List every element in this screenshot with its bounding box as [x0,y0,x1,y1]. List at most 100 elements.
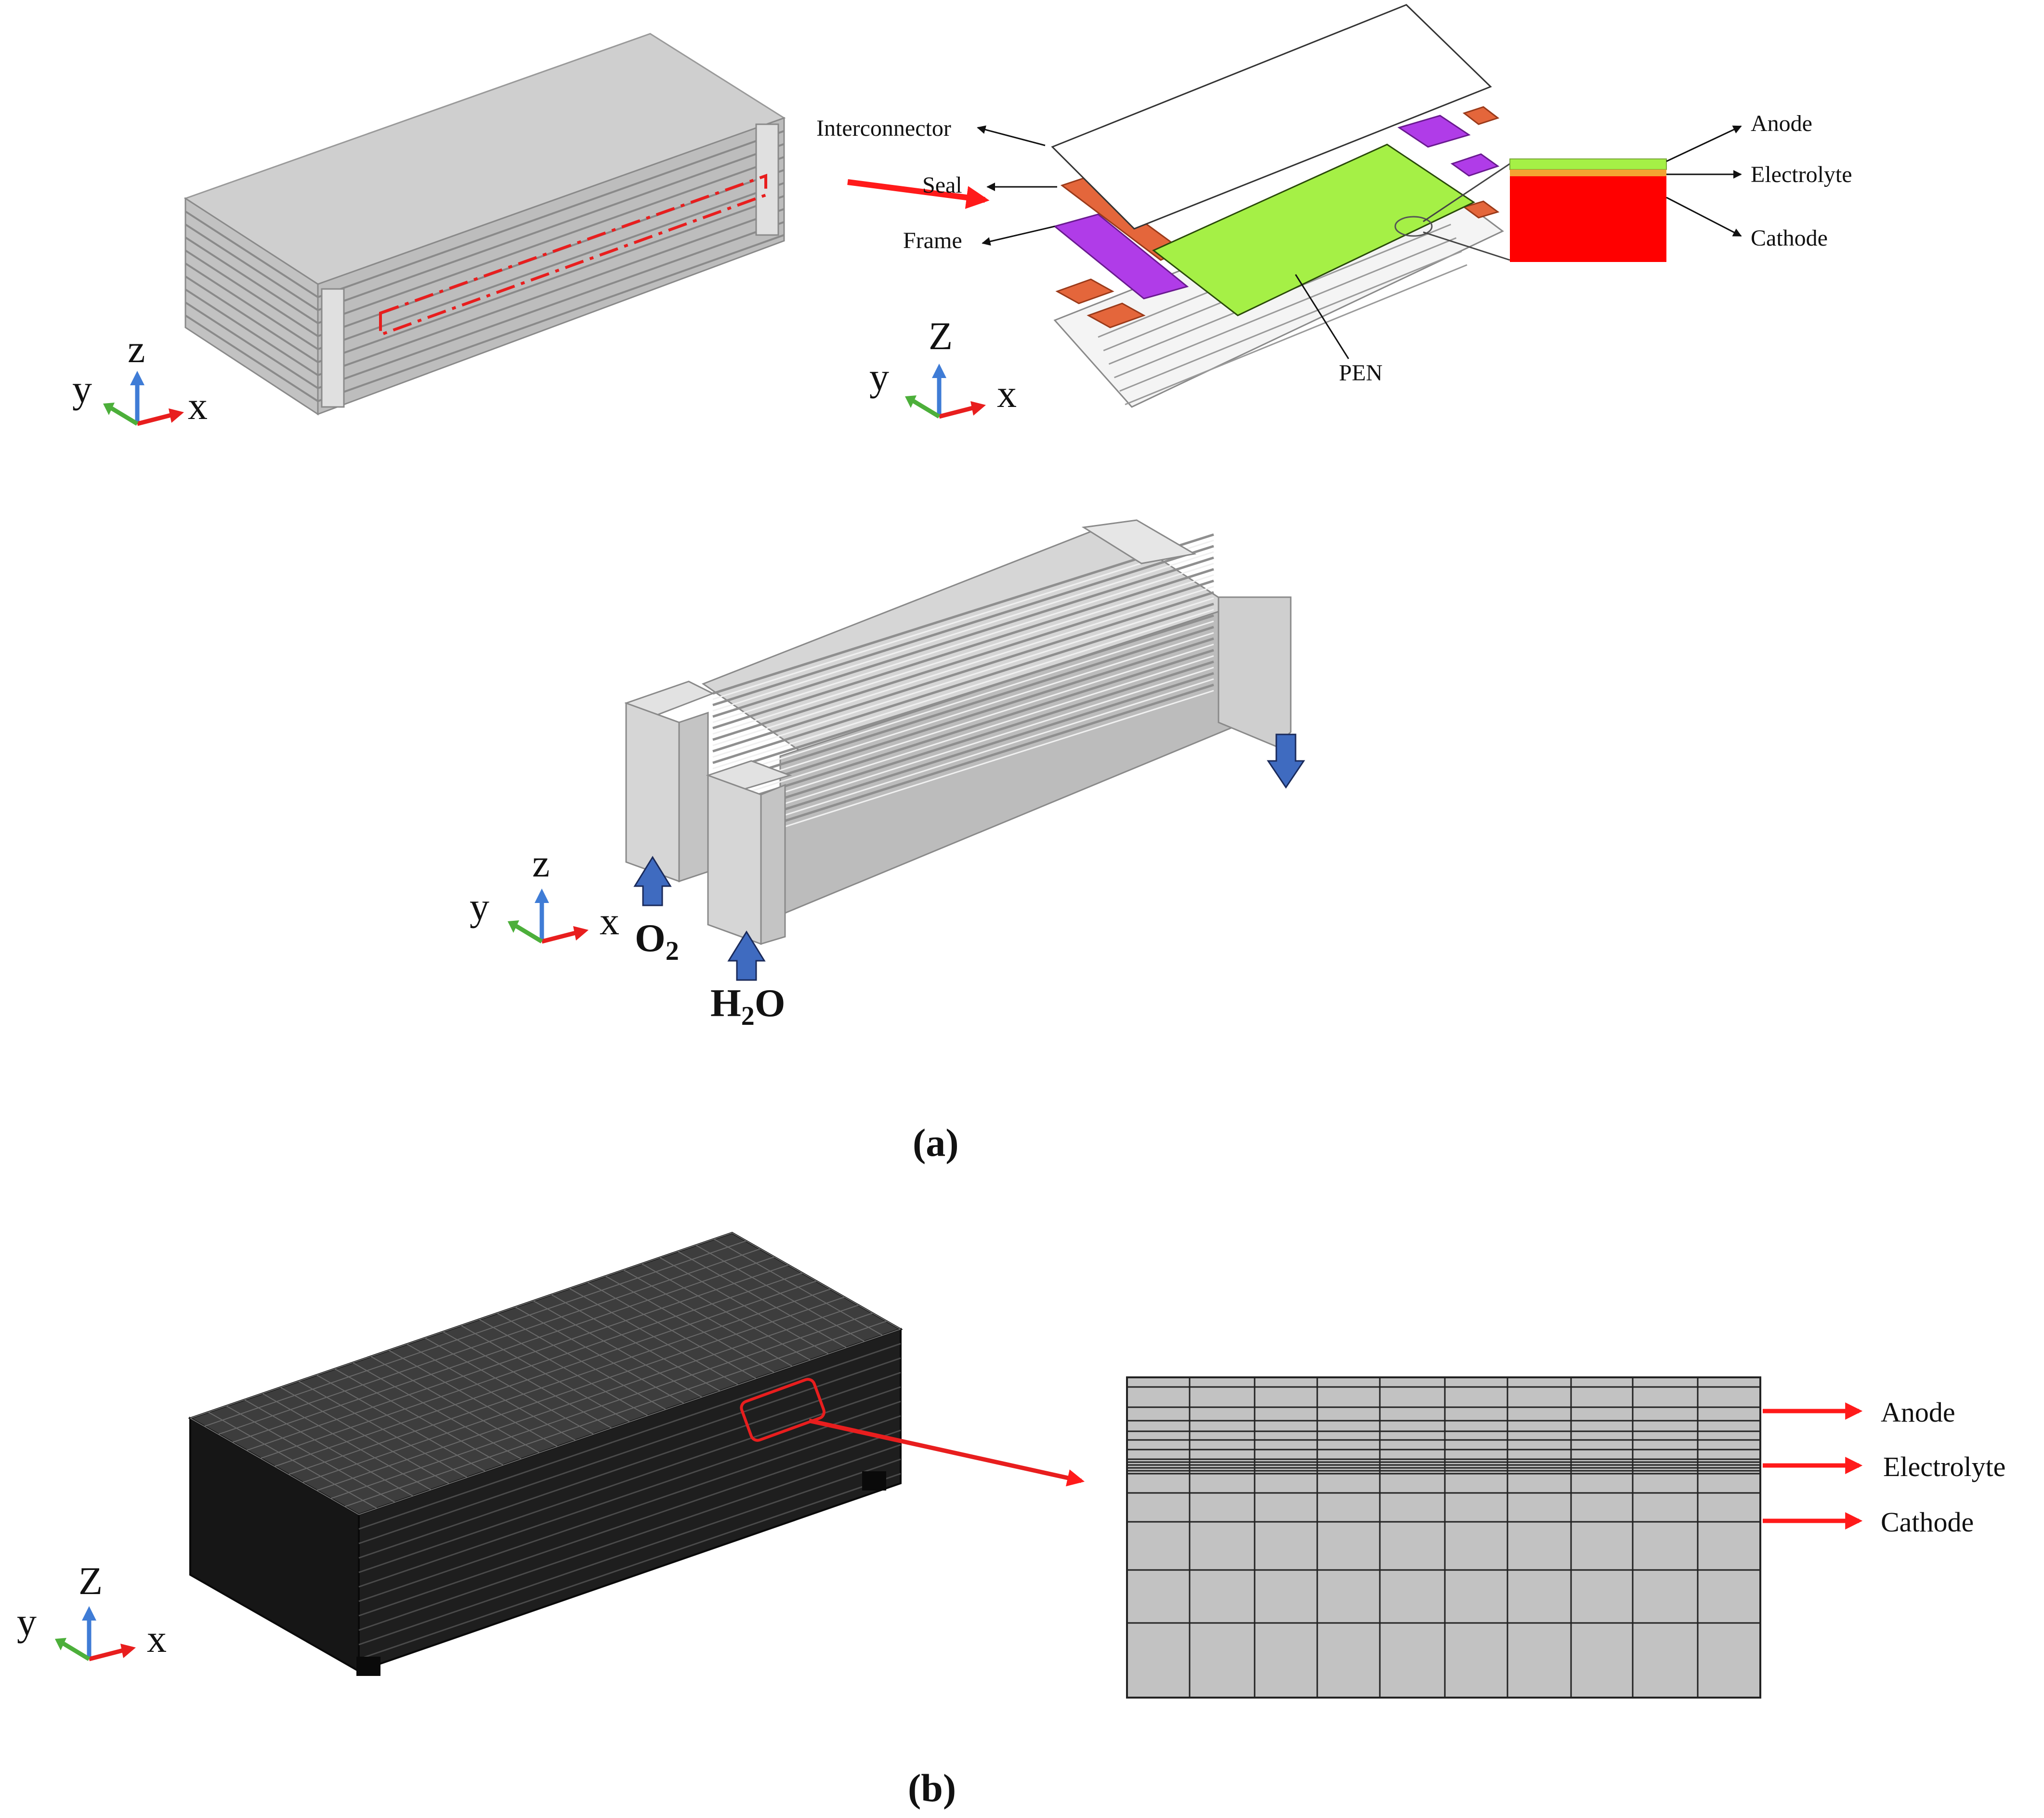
outlet-manifold [1218,596,1292,747]
flow-channel-highlight [712,609,1214,770]
zoom-region-box [740,1378,825,1442]
electrolyte-label: Electrolyte [1751,162,1852,187]
flow-channel-line [712,556,1214,718]
frame-piece [1397,115,1471,148]
cathode-label: Cathode [1881,1506,1974,1538]
stack-layer-line [317,130,785,298]
pen-leader [1295,274,1350,359]
stack-layer-line [317,208,785,376]
frame-piece [1053,213,1189,300]
y-axis-arrow [515,924,543,943]
x-axis-head [169,408,184,423]
flow-channel-line [712,672,1214,834]
flow-channel-highlight [712,574,1214,735]
axis-triad: z y x [470,841,619,944]
frame-leader [982,225,1055,246]
y-axis-head [508,920,519,933]
detail-callout [1394,216,1433,237]
o2-inlet-manifold-side [678,711,709,883]
flow-channel-line [712,660,1214,822]
anode-label: Anode [1881,1397,1955,1428]
z-axis-head [82,1606,96,1621]
x-axis-label: x [997,372,1017,416]
flow-channel-line [712,579,1214,741]
pen-label: PEN [1339,360,1383,386]
flow-channel-line [712,533,1214,695]
flow-channel-line [712,626,1214,787]
cathode-label: Cathode [1751,225,1828,251]
y-axis-label: y [470,885,489,929]
axis-triad: Z y x [17,1559,167,1661]
cathode-leader [1666,196,1742,237]
o2-label: O2 [635,916,679,966]
mesh-line [246,1264,788,1451]
electrolyte-layer [1510,170,1666,176]
pen-plate [1152,144,1476,316]
stack-layer-line [317,234,785,402]
y-axis-head [103,403,115,415]
mesh-layer-line [358,1400,901,1588]
mesh-line [316,1305,859,1491]
flow-channel-highlight [712,597,1214,758]
mesh-layer-line [358,1415,901,1602]
x-axis-arrow [88,1648,124,1661]
mesh-line [218,1248,760,1435]
x-axis-label: x [188,384,208,428]
stack-layer-line [184,249,319,337]
y-axis-arrow [62,1642,91,1661]
x-axis-head [970,401,986,416]
stack-layer-line [317,156,785,324]
y-axis-label: y [72,367,92,411]
z-axis-head [932,364,946,378]
stack-layer-line [317,182,785,350]
mesh-line [302,1296,845,1483]
z-axis-label: Z [79,1559,103,1603]
y-axis-arrow [912,399,941,419]
h2o-inlet-manifold-side [760,784,786,945]
exploded-view [1051,4,1667,408]
channel-line [1119,250,1462,392]
stack-layer-line [317,221,785,389]
mesh-layer-line [358,1372,901,1559]
z-axis-label: Z [929,314,953,358]
stack-layer-line [184,288,319,376]
flow-channel-line [712,683,1214,845]
y-axis-head [55,1638,66,1650]
frame-label: Frame [903,228,962,253]
mesh-layer-line [358,1343,901,1530]
flow-channels [712,533,1214,850]
h2o-label: H2O [710,981,786,1031]
stack-end-block [321,288,345,408]
y-axis-head [905,395,917,408]
x-axis-arrow [541,930,577,944]
o2-inlet-manifold [625,702,680,883]
flow-channel-line [712,637,1214,799]
manifold-view: O2 H2O [624,519,1305,1031]
upper-seal [1462,106,1500,125]
outlet-arrow [1267,733,1305,789]
stack-layer-line [184,223,319,311]
stack-layer-line [317,143,785,311]
flow-channel-highlight [712,551,1214,712]
flow-channel-highlight [712,586,1214,746]
callout-line [1423,231,1510,261]
mesh-detail [1126,1376,1761,1699]
upper-seal [1462,200,1500,219]
flow-channel-line [712,545,1214,706]
mesh-detail-background [1126,1376,1761,1699]
mesh-detail-grid [1127,1377,1760,1698]
flow-channel-highlight [712,690,1214,850]
interconnector-label: Interconnector [816,116,951,141]
channel-line [1125,264,1467,405]
lower-seal [1055,278,1114,304]
stack-closed-view [183,33,786,416]
y-axis-label: y [869,355,889,399]
mesh-foot [356,1657,380,1676]
mesh-layer-line [358,1458,901,1646]
anode-layer [1509,158,1667,170]
mesh-layer-line [358,1444,901,1631]
cathode-layer [1510,176,1666,262]
mesh-labels: Anode Electrolyte Cathode [1763,1397,2005,1538]
flow-channel-highlight [712,667,1214,827]
